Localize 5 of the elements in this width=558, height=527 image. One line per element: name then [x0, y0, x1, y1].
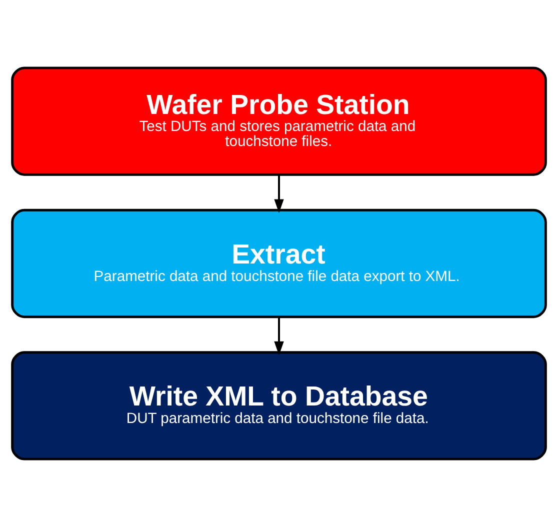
arrow — [274, 317, 284, 356]
arrow — [274, 174, 284, 214]
node-box: Extract Parametric data and touchstone file data export to XML. — [11, 208, 547, 318]
node-box: Wafer Probe Station Test DUTs and stores parametric data and touchstone files. — [11, 66, 547, 176]
node-box: Write XML to Database DUT parametric data and touchstone file data. — [11, 351, 547, 460]
